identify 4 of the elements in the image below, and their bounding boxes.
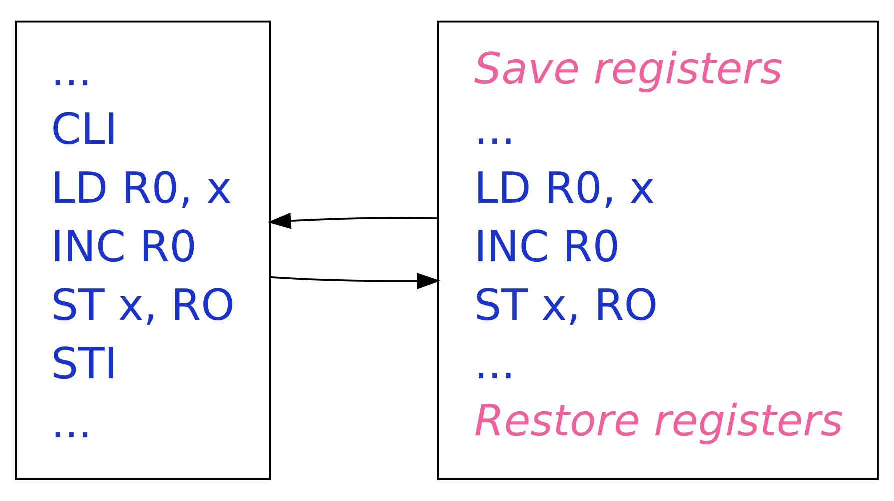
arrow: [270, 273, 441, 290]
node-box: ... CLI LD R0, x INC R0 ST x, RO STI ...: [15, 20, 272, 480]
node-box: Save registers ... LD R0, x INC R0 ST x, RO ... Restore registers: [437, 20, 879, 480]
arrow: [268, 212, 438, 230]
